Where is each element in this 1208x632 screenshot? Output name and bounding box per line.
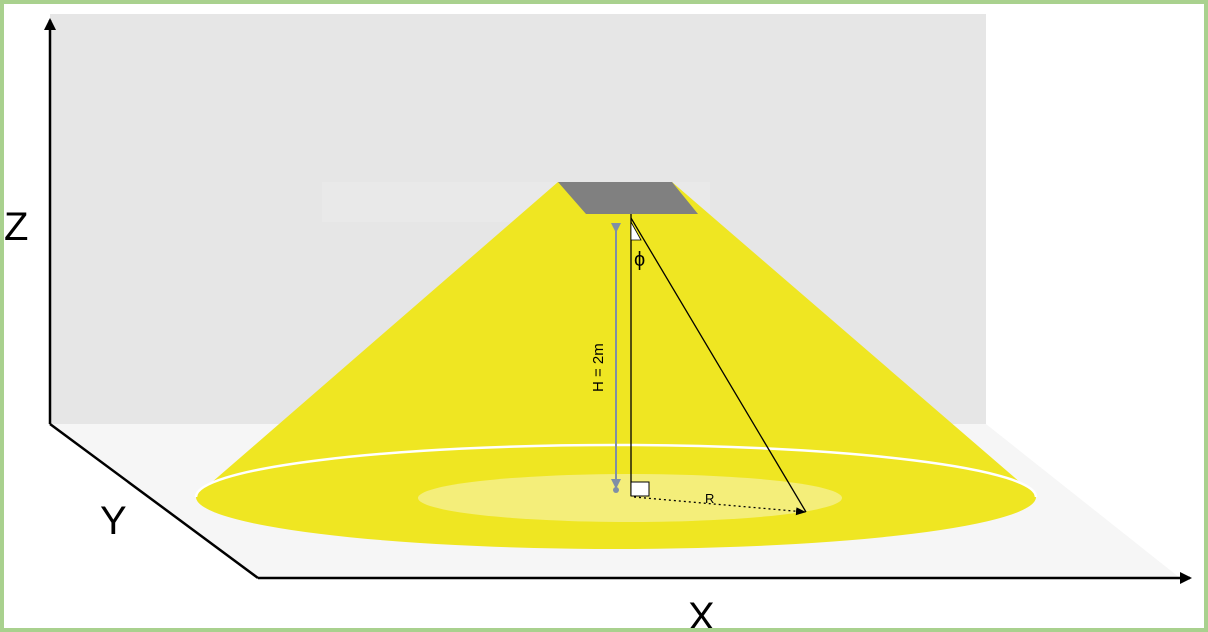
lamp — [558, 182, 698, 214]
radius-label: R — [705, 491, 714, 506]
x-axis-label: X — [688, 595, 715, 628]
angle-label: ϕ — [634, 249, 645, 271]
z-axis-label: Z — [4, 205, 28, 249]
angle-wedge — [630, 220, 642, 241]
y-axis-label: Y — [100, 499, 127, 543]
light-cone-diagram: ϕ H = 2m R Z Y X — [4, 14, 1192, 628]
hypotenuse-line — [630, 217, 807, 513]
height-label: H = 2m — [590, 343, 607, 392]
light-spot-inner — [418, 474, 842, 522]
y-axis — [49, 422, 259, 580]
right-angle-marker — [630, 481, 650, 497]
height-arrow-base-dot — [613, 487, 619, 493]
radius-line — [633, 496, 806, 516]
